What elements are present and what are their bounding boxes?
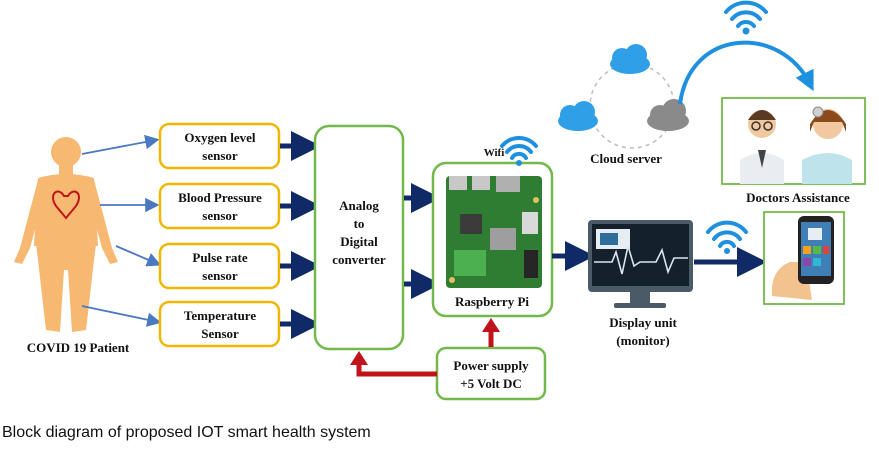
sensor-blood-pressure: Blood Pressure sensor: [158, 182, 281, 230]
display-label-2: (monitor): [616, 333, 669, 348]
svg-text:Temperature: Temperature: [184, 308, 256, 323]
cloud-icon-right: [647, 99, 689, 131]
power-supply-box: Power supply +5 Volt DC: [435, 346, 547, 401]
figure-caption: Block diagram of proposed IOT smart heal…: [2, 424, 371, 441]
rpi-board-image: [446, 176, 542, 288]
cloud-label: Cloud server: [590, 151, 662, 166]
svg-text:sensor: sensor: [202, 148, 238, 163]
patient-figure: [14, 137, 118, 332]
cloud-icon-top: [610, 44, 650, 74]
doctor-male: [740, 110, 784, 184]
display-label-1: Display unit: [609, 315, 677, 330]
wifi-label: Wifi: [484, 147, 505, 159]
connector-oxygen: [81, 134, 160, 155]
arc-cloud-to-doctors: [678, 40, 814, 105]
patient-label: COVID 19 Patient: [27, 340, 130, 355]
sensor-pulse-rate: Pulse rate sensor: [158, 242, 281, 290]
cloud-icon-left: [558, 101, 598, 131]
block-diagram: COVID 19 Patient Oxygen level sensor Blo…: [14, 0, 866, 401]
svg-text:Oxygen level: Oxygen level: [184, 130, 256, 145]
wifi-icon-top: [724, 0, 768, 35]
cloud-server: [558, 44, 689, 149]
svg-text:Digital: Digital: [340, 234, 378, 249]
arrow-power-to-adc: [356, 364, 437, 377]
svg-text:Analog: Analog: [339, 198, 379, 213]
svg-text:converter: converter: [332, 252, 386, 267]
svg-text:Pulse rate: Pulse rate: [192, 250, 247, 265]
adc-box: Analog to Digital converter: [313, 124, 405, 351]
svg-text:to: to: [354, 216, 365, 231]
svg-text:+5 Volt DC: +5 Volt DC: [460, 376, 522, 391]
doctors-label: Doctors Assistance: [746, 190, 850, 205]
svg-text:Blood Pressure: Blood Pressure: [178, 190, 262, 205]
wifi-icon-rpi: [500, 135, 538, 166]
doctors-image: [721, 97, 866, 185]
sensor-temperature: Temperature Sensor: [158, 300, 281, 348]
rpi-box: Raspberry Pi: [431, 161, 554, 318]
svg-text:sensor: sensor: [202, 268, 238, 283]
rpi-label: Raspberry Pi: [455, 294, 529, 309]
connector-temp: [81, 305, 162, 327]
svg-text:Power supply: Power supply: [453, 358, 529, 373]
phone-image: [763, 211, 845, 305]
wifi-icon-phone: [706, 220, 748, 254]
monitor-icon: [588, 220, 693, 308]
sensor-oxygen: Oxygen level sensor: [158, 122, 281, 170]
connector-pulse: [115, 245, 162, 267]
svg-text:sensor: sensor: [202, 208, 238, 223]
doctor-female: [802, 106, 852, 184]
svg-text:Sensor: Sensor: [201, 326, 239, 341]
